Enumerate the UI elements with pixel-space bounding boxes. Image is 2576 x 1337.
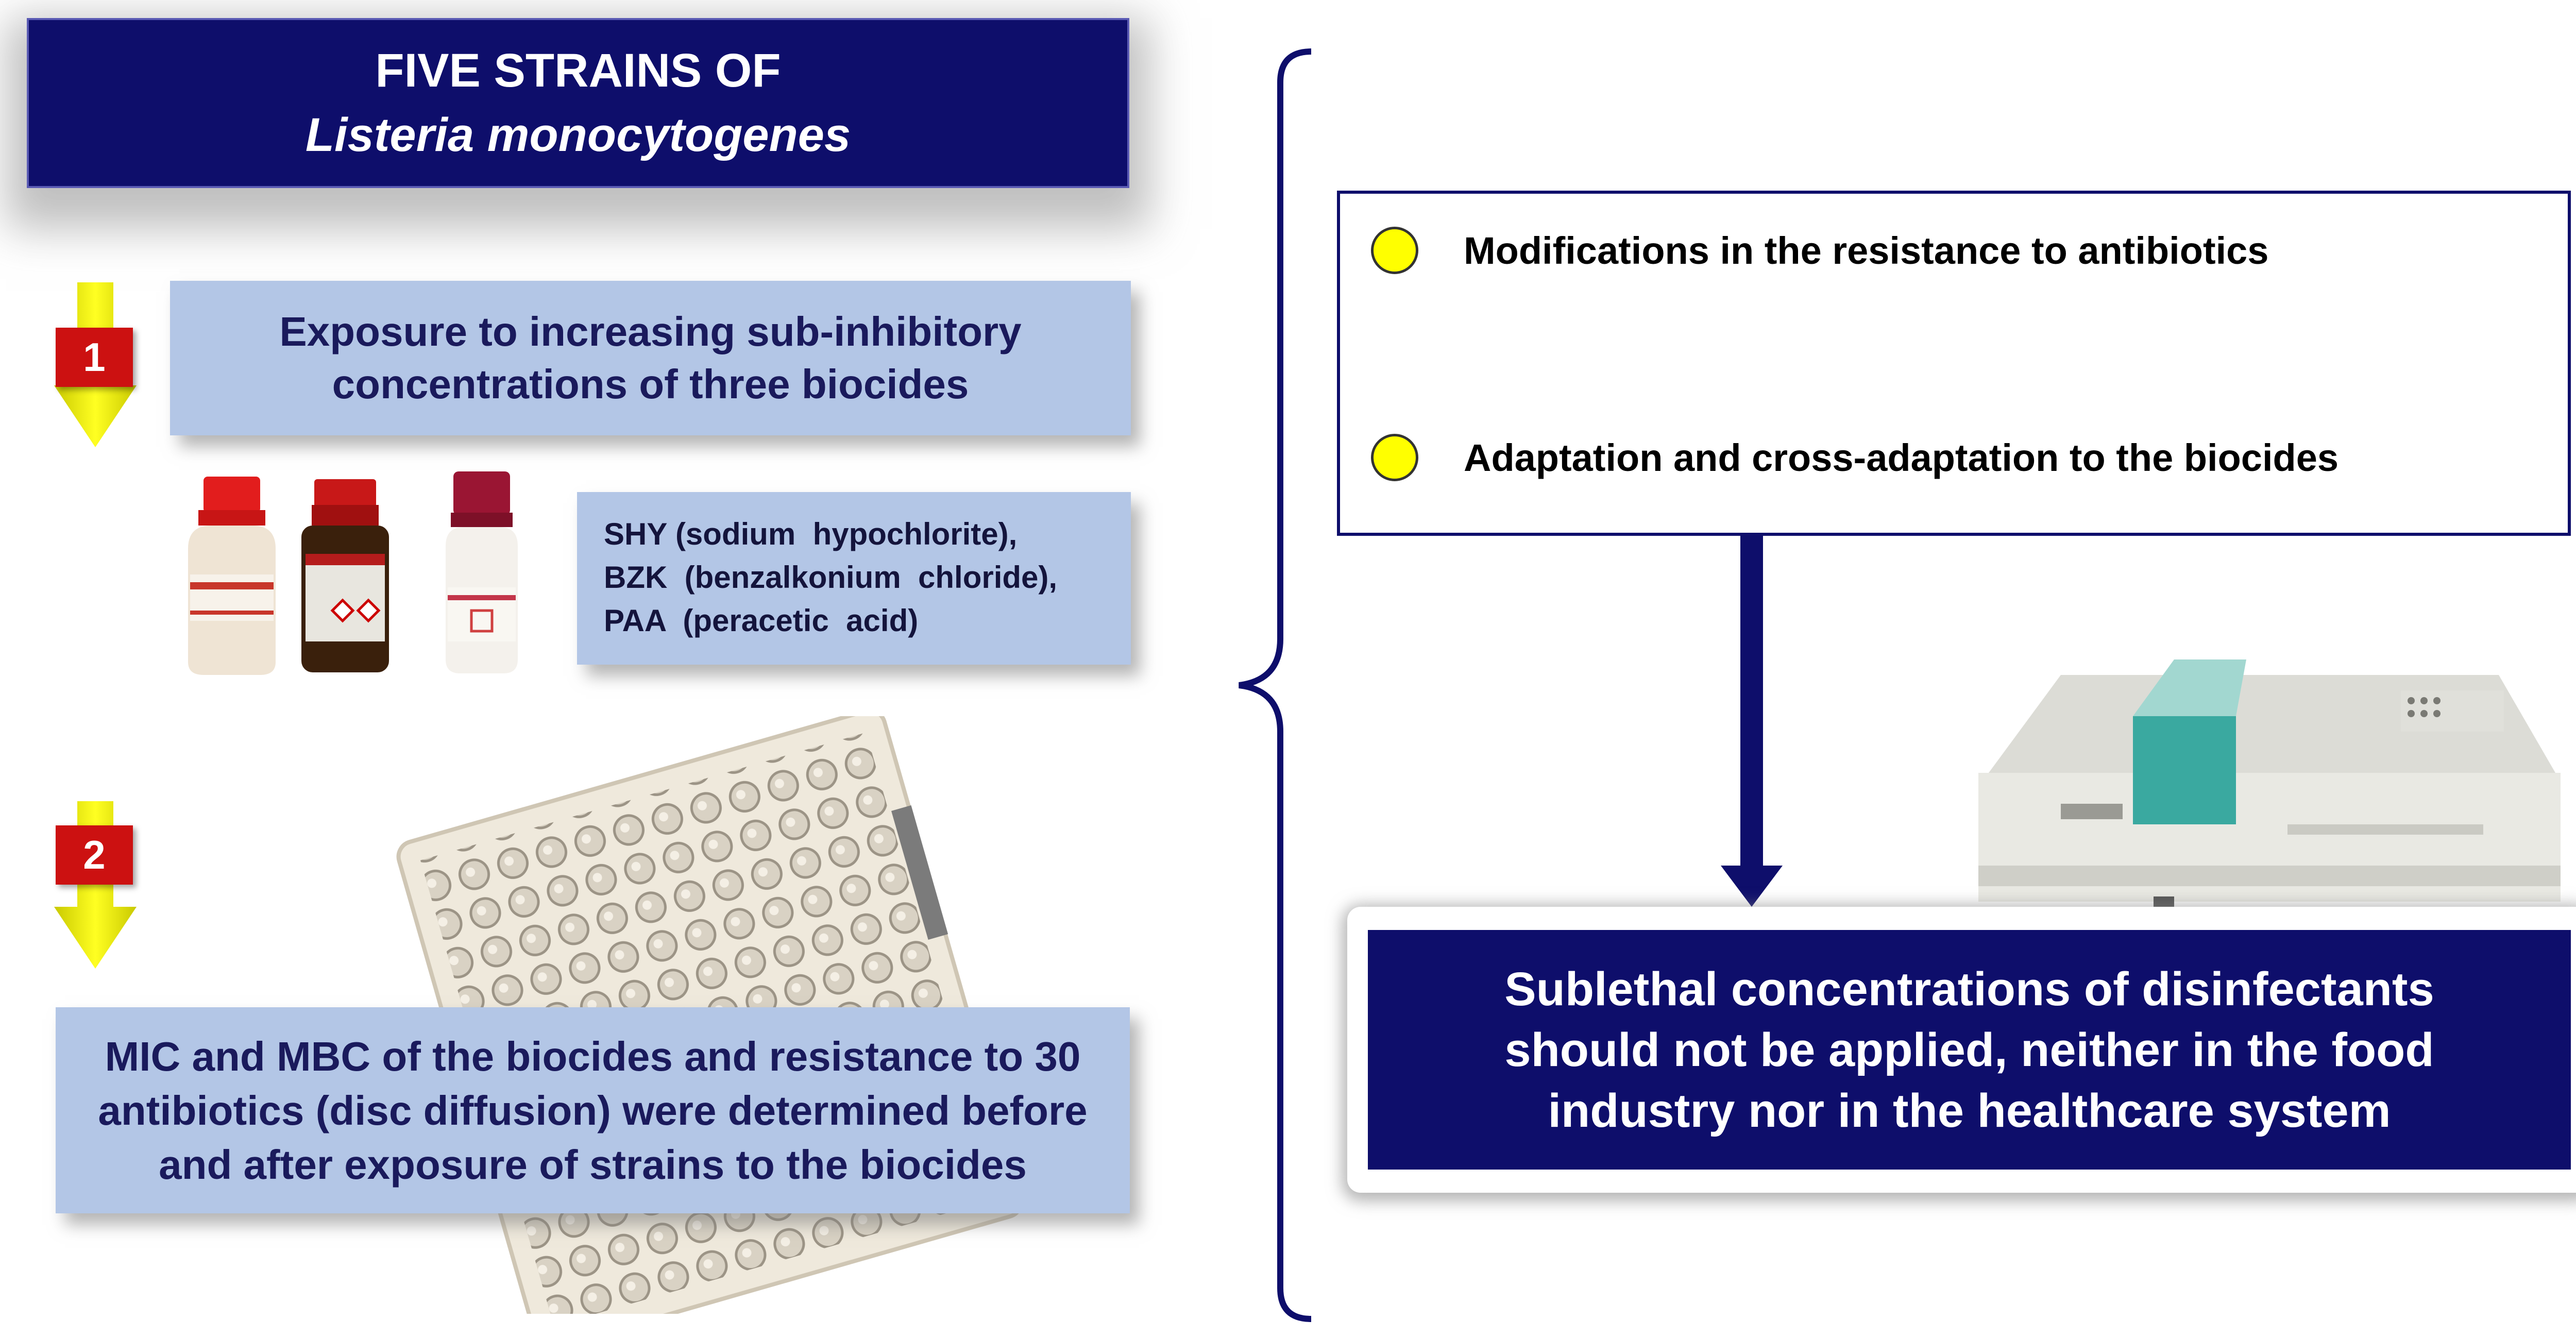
conclusion-line: Sublethal concentrations of disinfectant… xyxy=(1504,962,2434,1016)
biocide-item: SHY (sodium hypochlorite), xyxy=(604,517,1018,551)
step2-line: MIC and MBC of the biocides and resistan… xyxy=(105,1033,1081,1079)
outcome-text: Adaptation and cross-adaptation to the b… xyxy=(1464,436,2339,479)
step2-line: and after exposure of strains to the bio… xyxy=(159,1141,1027,1188)
biocide-bottles-image xyxy=(188,471,518,675)
conclusion-box: Sublethal concentrations of disinfectant… xyxy=(1368,930,2571,1170)
biocide-list-box: SHY (sodium hypochlorite), BZK (benzalko… xyxy=(577,492,1131,665)
bullet-dot-icon xyxy=(1371,434,1418,481)
outcomes-box: Modifications in the resistance to antib… xyxy=(1337,191,2571,536)
outcome-item: Adaptation and cross-adaptation to the b… xyxy=(1371,434,2338,481)
biocide-item: BZK (benzalkonium chloride), xyxy=(604,560,1058,595)
step1-line: concentrations of three biocides xyxy=(332,361,969,407)
curly-brace-icon xyxy=(1239,48,1312,1322)
outcome-text: Modifications in the resistance to antib… xyxy=(1464,229,2269,272)
step1-box: Exposure to increasing sub-inhibitory co… xyxy=(170,281,1131,435)
bullet-dot-icon xyxy=(1371,227,1418,274)
step2-down-arrow-icon xyxy=(54,801,137,969)
step1-badge: 1 xyxy=(56,328,133,387)
step1-line: Exposure to increasing sub-inhibitory xyxy=(279,309,1022,354)
conclusion-line: industry nor in the healthcare system xyxy=(1548,1084,2391,1137)
step2-line: antibiotics (disc diffusion) were determ… xyxy=(98,1087,1088,1133)
outcome-item: Modifications in the resistance to antib… xyxy=(1371,227,2268,274)
step2-badge: 2 xyxy=(56,825,133,885)
biocide-item: PAA (peracetic acid) xyxy=(604,603,919,638)
lab-instrument-image xyxy=(1978,659,2561,917)
title-banner: FIVE STRAINS OF Listeria monocytogenes xyxy=(27,18,1129,188)
down-arrow-icon xyxy=(1721,536,1783,907)
step2-box: MIC and MBC of the biocides and resistan… xyxy=(56,1007,1130,1213)
title-line1: FIVE STRAINS OF xyxy=(375,44,781,97)
conclusion-line: should not be applied, neither in the fo… xyxy=(1504,1023,2434,1076)
title-line2: Listeria monocytogenes xyxy=(305,109,851,161)
